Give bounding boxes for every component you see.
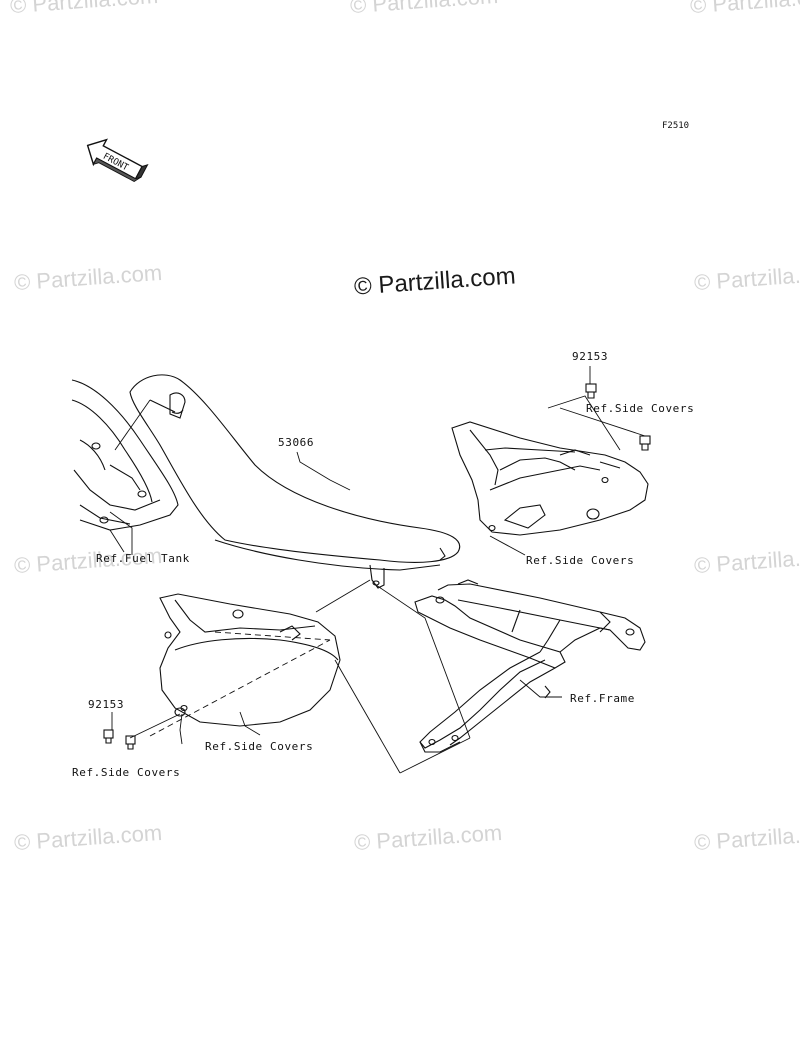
callout-ref-side-covers-top: Ref.Side Covers — [586, 402, 695, 415]
figure-code: F2510 — [662, 121, 690, 131]
callout-ref-side-covers-left-panel: Ref.Side Covers — [205, 740, 314, 753]
callout-seat-53066: 53066 — [278, 436, 315, 449]
callout-ref-frame: Ref.Frame — [570, 692, 636, 705]
callout-bolt-92153-left: 92153 — [88, 698, 125, 711]
bolt-left-drawing — [103, 729, 114, 744]
right-side-cover-drawing — [451, 421, 649, 536]
callout-bolt-92153-top: 92153 — [572, 350, 609, 363]
frame-drawing — [414, 579, 646, 753]
callout-ref-fuel-tank: Ref.Fuel Tank — [96, 552, 190, 565]
bolt-top-right-drawing — [639, 435, 651, 451]
fuel-tank-drawing — [71, 379, 179, 531]
leader-lines — [109, 366, 646, 774]
front-arrow-icon: FRONT — [86, 138, 149, 182]
bolt-left2-drawing — [125, 735, 136, 750]
bolt-top-drawing — [585, 383, 597, 399]
callout-ref-side-covers-right: Ref.Side Covers — [526, 554, 635, 567]
seat-drawing — [129, 374, 461, 589]
callout-ref-side-covers-left-bolt: Ref.Side Covers — [72, 766, 181, 779]
left-side-cover-drawing — [159, 593, 341, 727]
